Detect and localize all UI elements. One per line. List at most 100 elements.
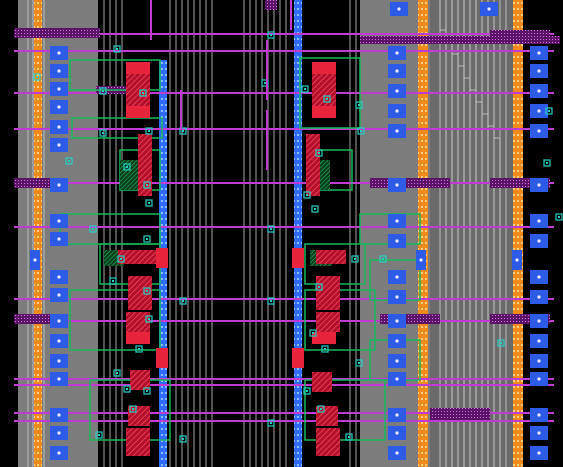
contact-dot	[395, 295, 399, 299]
poly-contact-pad	[156, 348, 168, 368]
contact-dot	[57, 183, 61, 187]
pin-marker-core	[146, 290, 148, 292]
contact-dot	[33, 258, 37, 262]
contact-dot	[395, 431, 399, 435]
pin-marker-core	[318, 152, 320, 154]
metal2-link	[266, 40, 268, 100]
pin-marker	[109, 277, 117, 285]
contact-dot	[57, 377, 61, 381]
contact-dot	[57, 87, 61, 91]
pin-marker-core	[112, 280, 114, 282]
pin-marker-core	[116, 48, 118, 50]
pin-marker	[179, 127, 187, 135]
contact-dot	[57, 431, 61, 435]
poly-contact-pad	[312, 332, 336, 344]
metal2-pad	[265, 0, 277, 10]
pin-marker	[99, 129, 107, 137]
pin-marker	[303, 191, 311, 199]
power-rail	[34, 0, 42, 467]
poly-contact-pad	[156, 248, 168, 268]
diffusion-outline	[71, 117, 163, 139]
contact-dot	[57, 275, 61, 279]
pin-marker-core	[146, 184, 148, 186]
diffusion-outline	[69, 59, 161, 91]
contact-dot	[57, 105, 61, 109]
metal2-strap	[14, 92, 554, 94]
pin-marker-core	[306, 390, 308, 392]
pin-marker	[33, 73, 41, 81]
diffusion-outline	[304, 379, 386, 441]
pin-marker	[179, 435, 187, 443]
pin-marker-core	[148, 202, 150, 204]
contact-dot	[537, 359, 541, 363]
pin-marker-core	[358, 104, 360, 106]
pin-marker	[355, 359, 363, 367]
pin-marker-core	[312, 332, 314, 334]
poly-gate	[126, 428, 150, 456]
pin-marker-core	[382, 258, 384, 260]
diffusion-outline	[69, 289, 161, 351]
poly-contact-pad	[126, 106, 150, 118]
contact-dot	[537, 129, 541, 133]
contact-dot	[57, 359, 61, 363]
pin-marker	[143, 235, 151, 243]
pin-marker-core	[120, 258, 122, 260]
metal2-pad	[14, 178, 54, 188]
poly-contact-pad	[312, 106, 336, 118]
contact-dot	[537, 319, 541, 323]
pin-marker	[129, 405, 137, 413]
pin-marker	[267, 297, 275, 305]
pin-marker	[267, 31, 275, 39]
poly-contact-pad	[292, 348, 304, 368]
contact-dot	[395, 413, 399, 417]
metal3-bus	[294, 0, 302, 467]
poly-gate	[312, 372, 332, 392]
pin-marker-core	[148, 318, 150, 320]
pin-marker-core	[146, 238, 148, 240]
pin-marker	[179, 297, 187, 305]
diffusion-outline	[299, 57, 361, 129]
pin-marker-core	[126, 166, 128, 168]
poly-gate	[118, 250, 158, 264]
metal2-strap	[14, 420, 554, 422]
poly-gate	[128, 406, 150, 426]
pin-marker	[311, 205, 319, 213]
pin-marker	[303, 387, 311, 395]
poly-gate	[316, 250, 346, 264]
contact-dot	[487, 7, 491, 11]
pin-marker	[315, 283, 323, 291]
metal2-link	[180, 90, 182, 130]
contact-dot	[395, 239, 399, 243]
pin-marker-core	[320, 408, 322, 410]
pin-marker	[123, 385, 131, 393]
poly-contact-pad	[126, 332, 150, 344]
pin-marker-core	[264, 82, 266, 84]
pin-marker	[543, 159, 551, 167]
power-rail	[513, 0, 523, 467]
poly-gate	[138, 134, 152, 196]
metal2-link	[290, 0, 292, 30]
pin-marker	[351, 255, 359, 263]
contact-dot	[57, 451, 61, 455]
poly-gate	[316, 276, 340, 310]
contact-dot	[57, 319, 61, 323]
contact-dot	[537, 219, 541, 223]
pin-marker-core	[92, 228, 94, 230]
pin-marker-core	[358, 362, 360, 364]
metal2-strap	[14, 182, 554, 184]
contact-dot	[537, 295, 541, 299]
pin-marker-core	[98, 434, 100, 436]
metal2-strap	[14, 298, 554, 300]
pin-marker	[139, 89, 147, 97]
pin-marker-core	[102, 132, 104, 134]
metal2-pad	[380, 314, 440, 324]
contact-dot	[395, 451, 399, 455]
power-rail	[418, 0, 428, 467]
metal2-pad	[490, 30, 550, 40]
pin-marker-core	[116, 372, 118, 374]
pin-marker	[321, 345, 329, 353]
contact-dot	[537, 69, 541, 73]
pin-marker	[497, 339, 505, 347]
